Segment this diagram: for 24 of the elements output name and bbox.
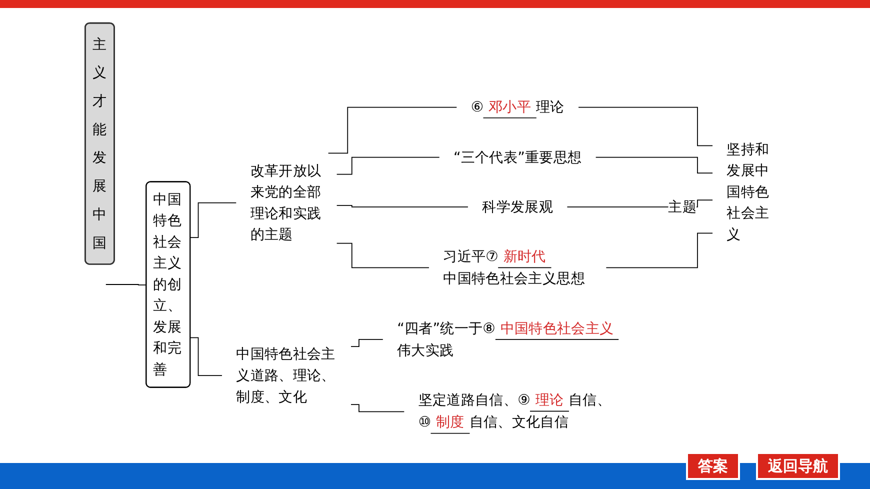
connector bbox=[578, 106, 713, 146]
answer-button: 答案 bbox=[686, 452, 740, 480]
connector bbox=[190, 202, 237, 238]
node-text: “三个代表”重要思想 bbox=[454, 148, 582, 166]
node-text: 坚持和发展中国特色社会主义 bbox=[726, 140, 770, 242]
navigation-button: 返回导航 bbox=[756, 452, 840, 480]
connector bbox=[336, 156, 440, 175]
node-text: “四者”统一于⑧ 中国特色社会主义 伟大实践 bbox=[397, 320, 614, 358]
connector bbox=[190, 337, 222, 376]
connector bbox=[328, 106, 458, 154]
connector bbox=[336, 204, 468, 208]
connector bbox=[105, 284, 147, 286]
node-text: 习近平⑦ 新时代 中国特色社会主义思想 bbox=[443, 248, 585, 287]
edge-label: 主题 bbox=[668, 198, 697, 215]
node-text: 科学发展观 bbox=[482, 198, 554, 215]
connector bbox=[606, 232, 713, 268]
node-text: 中国特色社会主义道路、理论、制度、文化 bbox=[236, 345, 336, 405]
node-text: 坚定道路自信、⑨ 理论 自信、 ⑩ 制度 自信、文化自信 bbox=[418, 391, 612, 430]
node-text: 改革开放以来党的全部理论和实践的主题 bbox=[250, 162, 322, 243]
connector bbox=[336, 242, 430, 268]
connector bbox=[595, 156, 713, 174]
connector bbox=[350, 404, 405, 412]
node-text: ⑥ 邓小平 理论 bbox=[470, 98, 564, 115]
connector bbox=[350, 339, 384, 348]
